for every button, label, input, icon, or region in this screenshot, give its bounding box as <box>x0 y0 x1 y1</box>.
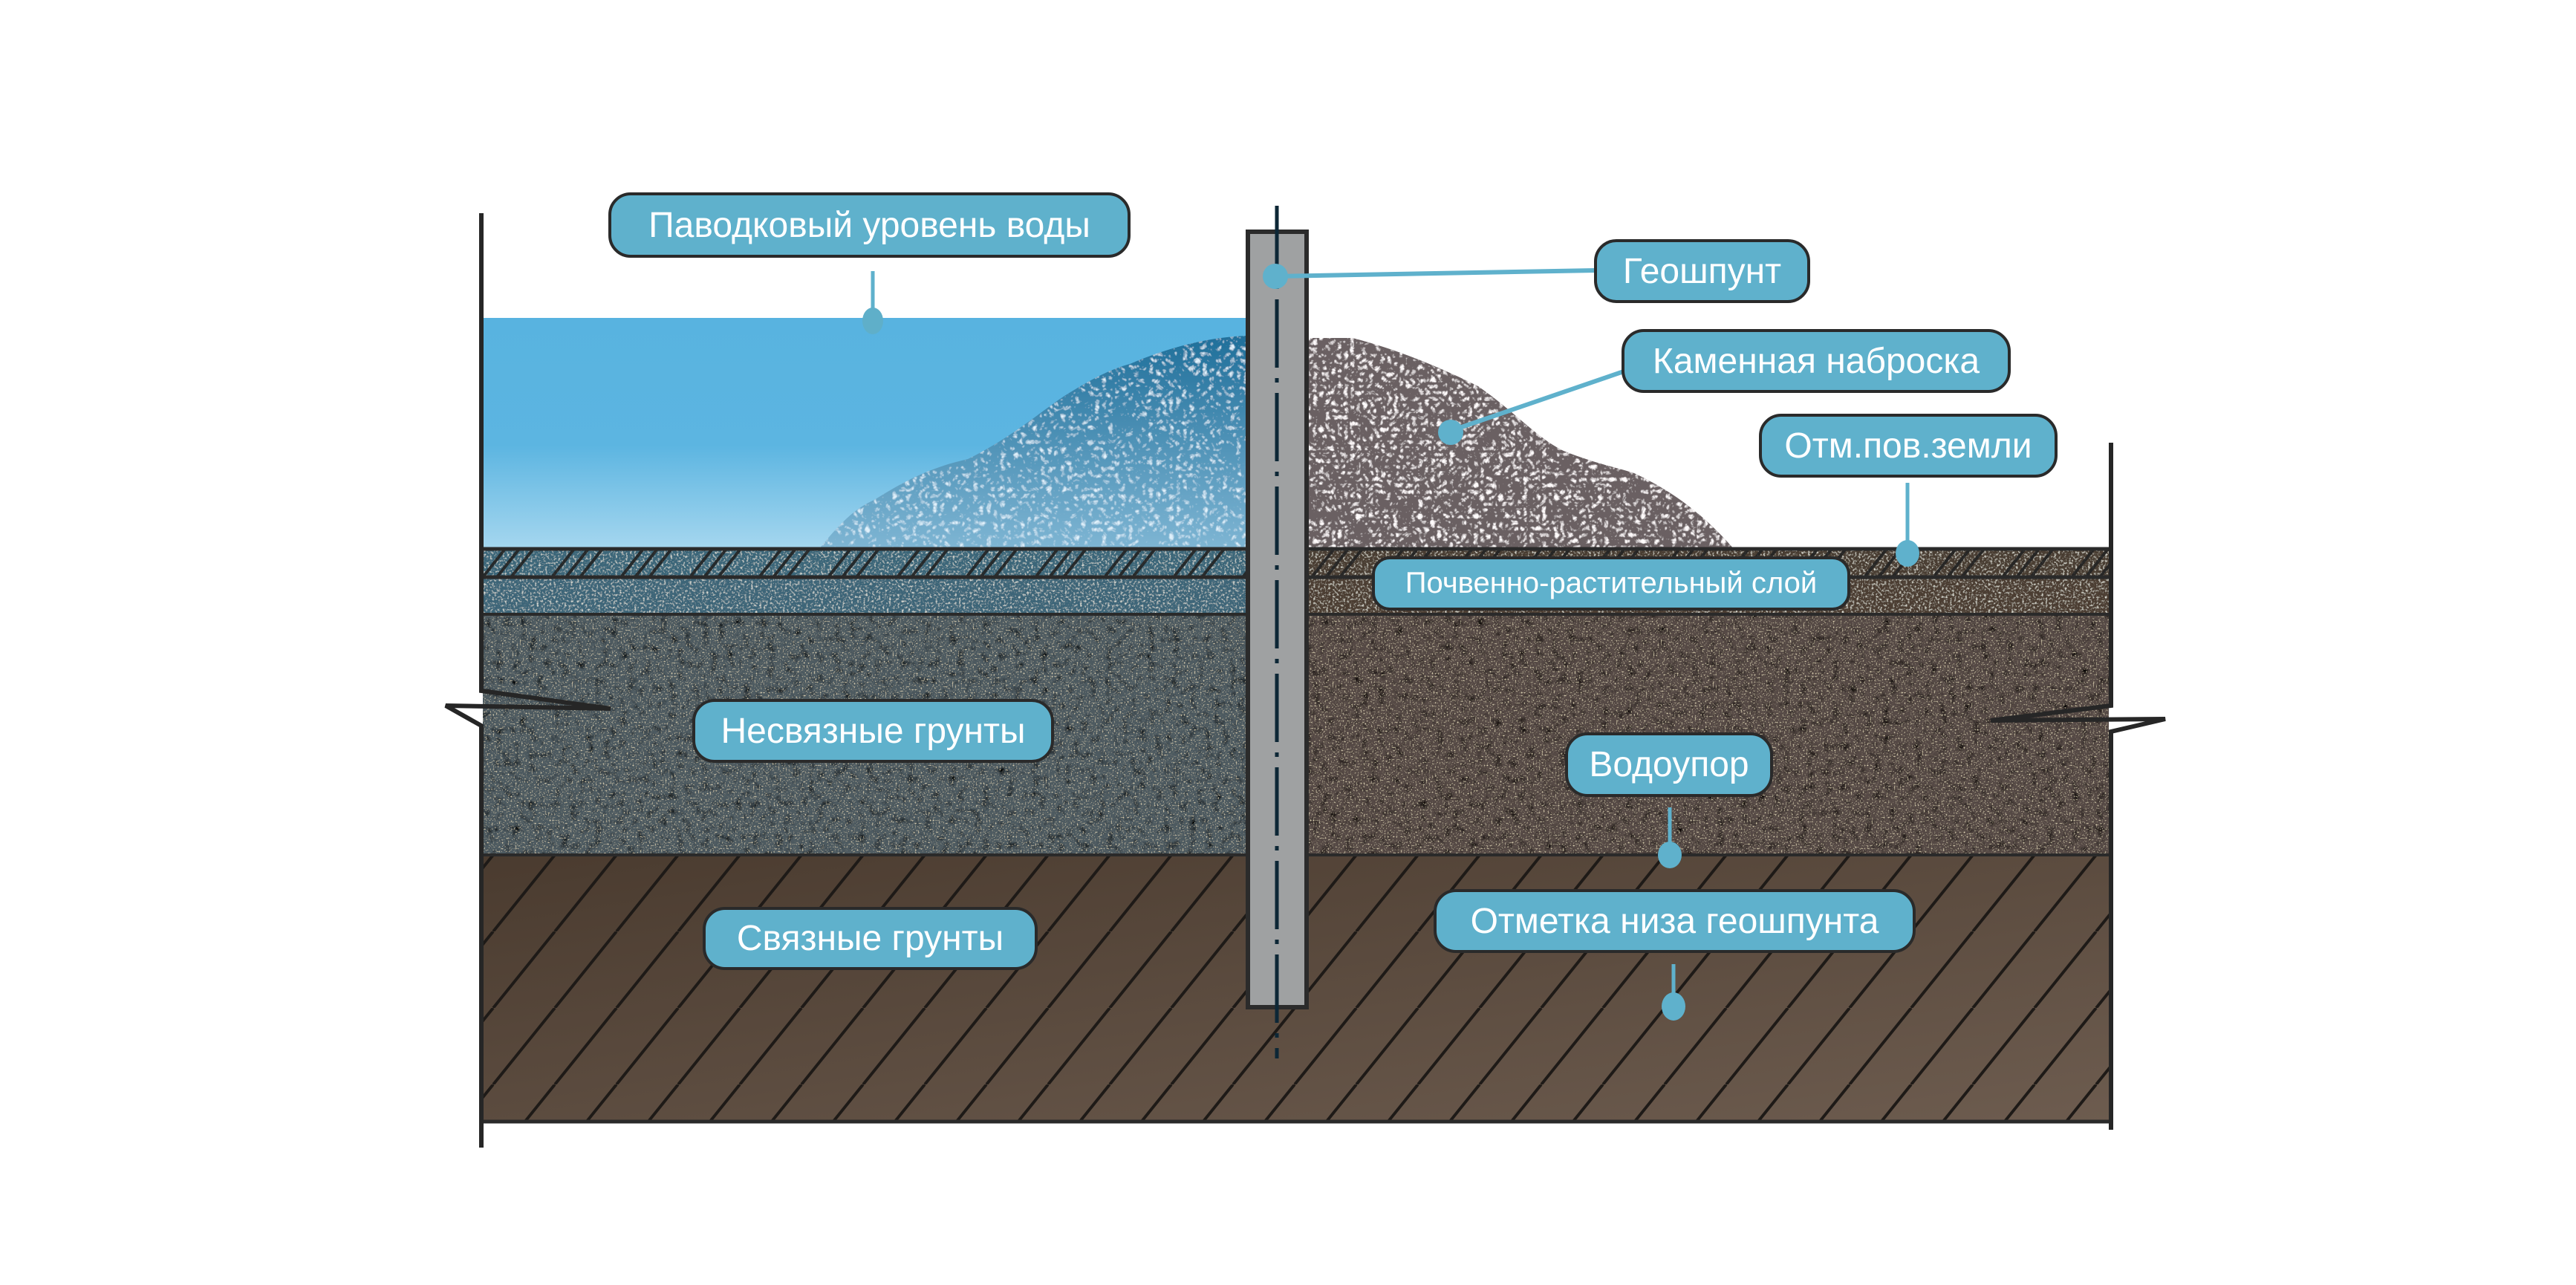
leaders <box>862 264 1919 1021</box>
ground-mark-marker <box>1896 540 1919 567</box>
label-sheet-pile: Геошпунт <box>1594 239 1810 303</box>
label-cohesionless-text: Несвязные грунты <box>721 711 1026 751</box>
sheet-pile-marker <box>1263 264 1288 289</box>
label-pile-bottom-text: Отметка низа геошпунта <box>1470 901 1879 941</box>
riprap-right <box>1309 338 1734 550</box>
label-cohesive: Связные грунты <box>703 907 1038 970</box>
label-pile-bottom: Отметка низа геошпунта <box>1434 889 1916 953</box>
label-riprap: Каменная наброска <box>1622 329 2011 393</box>
pile-bottom-marker <box>1662 992 1685 1021</box>
label-aquiclude: Водоупор <box>1565 732 1773 797</box>
label-flood-level: Паводковый уровень воды <box>608 192 1131 258</box>
sheet-pile-leader <box>1275 268 1596 279</box>
aquiclude-marker <box>1658 842 1682 868</box>
topsoil-left-lower <box>483 577 1246 614</box>
flood-level-marker <box>862 308 883 334</box>
right-boundary-break-line <box>1990 443 2166 1130</box>
label-topsoil-text: Почвенно-растительный слой <box>1405 567 1818 599</box>
label-ground-mark: Отм.пов.земли <box>1759 414 2058 478</box>
label-sheet-pile-text: Геошпунт <box>1622 251 1782 291</box>
label-cohesive-text: Связные грунты <box>736 919 1004 958</box>
label-ground-mark-text: Отм.пов.земли <box>1784 426 2032 466</box>
label-flood-level-text: Паводковый уровень воды <box>648 205 1090 245</box>
riprap-leader <box>1450 369 1624 433</box>
label-riprap-text: Каменная наброска <box>1652 341 1980 381</box>
label-cohesionless: Несвязные грунты <box>692 699 1054 763</box>
label-topsoil: Почвенно-растительный слой <box>1372 556 1850 611</box>
riprap-marker <box>1438 420 1463 445</box>
left-boundary-break-line <box>444 213 611 1148</box>
label-aquiclude-text: Водоупор <box>1589 745 1749 784</box>
riprap-left-submerged <box>819 336 1246 550</box>
